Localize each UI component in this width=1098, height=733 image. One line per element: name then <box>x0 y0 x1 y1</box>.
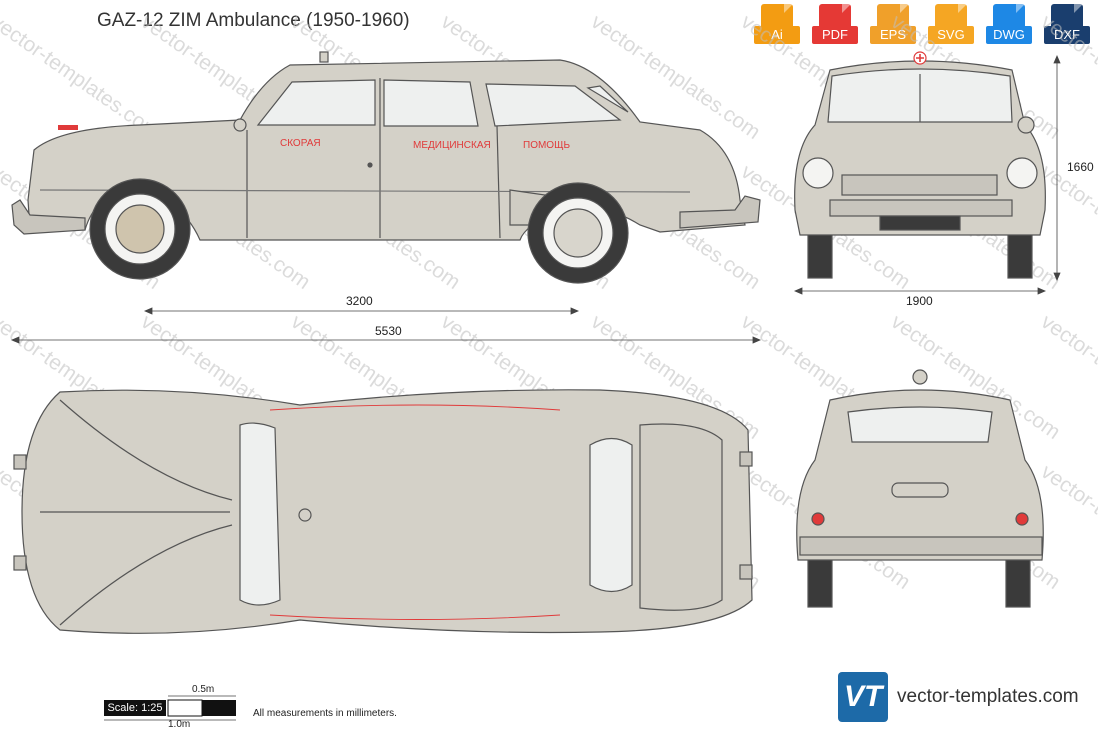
format-label: Ai <box>754 26 800 44</box>
format-dwg-icon[interactable]: DWG <box>986 4 1032 48</box>
format-eps-icon[interactable]: EPS <box>870 4 916 48</box>
top-view <box>13 389 753 634</box>
format-label: EPS <box>870 26 916 44</box>
measurement-note: All measurements in millimeters. <box>253 708 397 719</box>
format-label: PDF <box>812 26 858 44</box>
format-label: DWG <box>986 26 1032 44</box>
front-dimension-lines <box>793 54 1061 295</box>
wheelbase-label: 3200 <box>346 294 373 308</box>
scale-half-label: 0.5m <box>192 684 215 695</box>
height-label: 1660 <box>1067 160 1094 174</box>
brand-link[interactable]: vector-templates.com <box>897 686 1079 707</box>
scale-label: Scale: 1:25 <box>104 700 166 716</box>
scale-full-label: 1.0m <box>168 719 191 730</box>
rear-view <box>796 369 1044 608</box>
wheelbase-dimension-line <box>10 307 762 344</box>
format-svg-icon[interactable]: SVG <box>928 4 974 48</box>
vt-logo-icon[interactable]: VT <box>838 672 888 722</box>
format-label: SVG <box>928 26 974 44</box>
side-text-1: СКОРАЯ <box>280 138 321 149</box>
page-title: GAZ-12 ZIM Ambulance (1950-1960) <box>97 10 410 31</box>
format-ai-icon[interactable]: Ai <box>754 4 800 48</box>
side-text-3: ПОМОЩЬ <box>523 140 570 151</box>
scale-bar <box>104 695 236 721</box>
width-label: 1900 <box>906 294 933 308</box>
format-dxf-icon[interactable]: DXF <box>1044 4 1090 48</box>
side-view <box>11 51 761 284</box>
logo-text: VT <box>844 680 883 713</box>
side-text-2: МЕДИЦИНСКАЯ <box>413 140 491 151</box>
front-view <box>794 60 1046 279</box>
length-label: 5530 <box>375 324 402 338</box>
cross-mark-icon <box>916 54 924 62</box>
format-label: DXF <box>1044 26 1090 44</box>
format-pdf-icon[interactable]: PDF <box>812 4 858 48</box>
